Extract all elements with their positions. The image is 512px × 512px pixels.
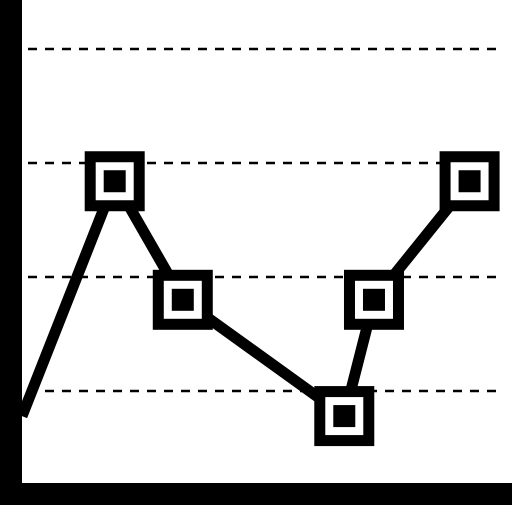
marker-center (103, 170, 126, 193)
gridlines (28, 47, 500, 393)
marker-center (362, 288, 385, 311)
x-axis (0, 483, 512, 505)
data-point-5 (439, 151, 500, 212)
y-axis (0, 0, 22, 505)
data-point-2 (152, 269, 213, 330)
data-point-3 (314, 386, 375, 447)
data-point-4 (343, 269, 404, 330)
marker-center (458, 170, 481, 193)
marker-center (333, 405, 356, 428)
data-point-1 (84, 151, 145, 212)
series-markers (84, 151, 500, 447)
marker-center (171, 288, 194, 311)
